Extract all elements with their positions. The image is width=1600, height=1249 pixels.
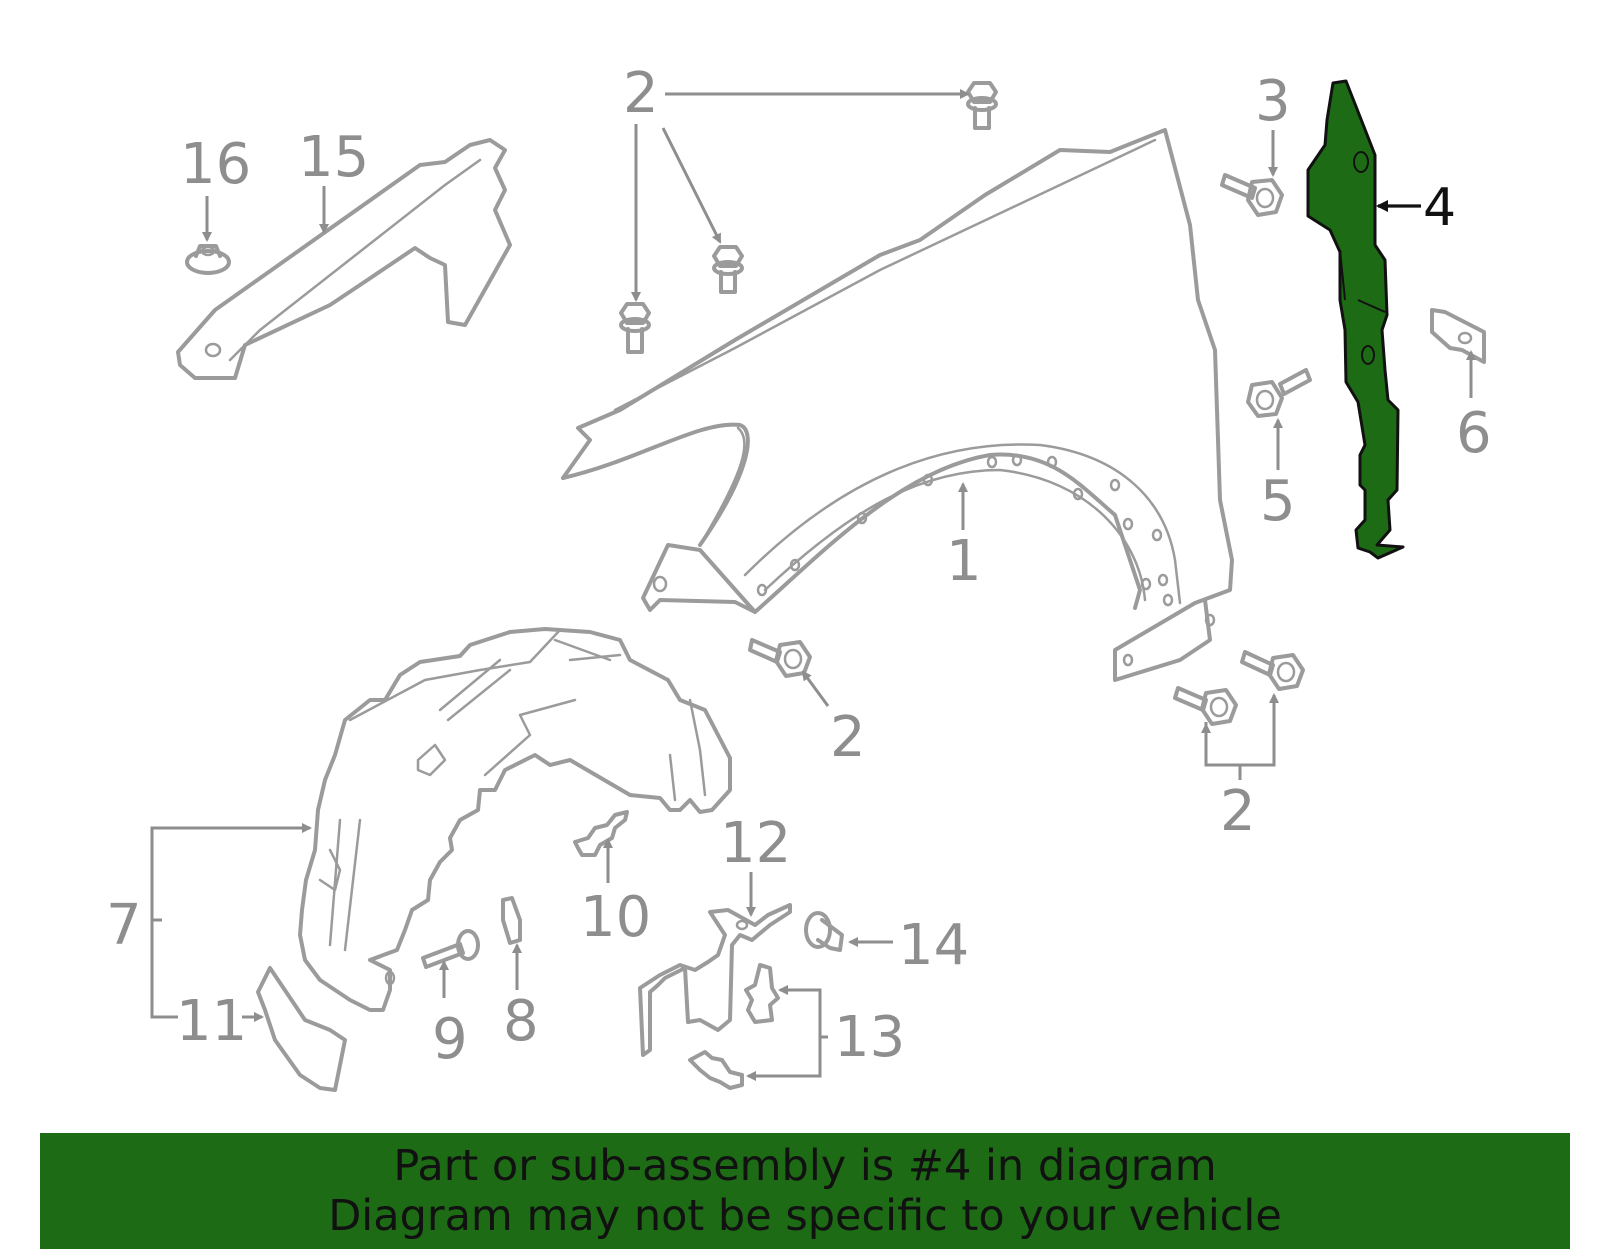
callout-11: 11 — [176, 989, 247, 1054]
part-1-fender — [561, 128, 1234, 682]
part-6-bracket — [1430, 308, 1486, 364]
part-13-clip-upper — [744, 963, 780, 1024]
parts-diagram: 1 2 2 2 3 4 5 6 7 8 9 10 11 12 13 14 15 … — [106, 61, 1492, 1092]
callout-2-middle: 2 — [830, 705, 866, 770]
part-8-clip — [501, 896, 522, 945]
bolt-2-lower-right-b — [1173, 686, 1238, 726]
callout-1: 1 — [946, 529, 982, 594]
callout-16: 16 — [180, 132, 251, 197]
fender-holes — [756, 453, 1216, 667]
callout-14: 14 — [898, 913, 969, 978]
bolt-2-lower-left — [748, 638, 812, 678]
part-16-nut — [185, 244, 231, 275]
part-14-pin — [804, 911, 844, 952]
callout-9: 9 — [432, 1007, 468, 1072]
part-10-clip — [573, 810, 629, 857]
part-13-clip-lower — [688, 1050, 744, 1090]
bolt-2-top-middle — [712, 245, 744, 294]
callout-12: 12 — [720, 811, 791, 876]
part-4-details — [1339, 151, 1386, 365]
part-7-fender-liner — [298, 627, 732, 1012]
part-4-reinforcement — [1306, 79, 1405, 560]
callout-2-top: 2 — [623, 61, 659, 126]
bolt-2-top-left — [619, 302, 651, 354]
callout-numbers: 1 2 2 2 3 4 5 6 7 8 9 10 11 12 13 14 15 … — [106, 61, 1492, 1072]
part-3-bolt — [1220, 173, 1284, 217]
banner-line-2: Diagram may not be specific to your vehi… — [328, 1191, 1282, 1241]
callout-15: 15 — [298, 125, 369, 190]
info-banner: Part or sub-assembly is #4 in diagram Di… — [40, 1133, 1570, 1249]
callout-8: 8 — [503, 989, 539, 1054]
callout-5: 5 — [1260, 469, 1296, 534]
part-9-screw — [421, 929, 480, 969]
bolt-2-lower-right-a — [1240, 650, 1305, 691]
leader-lines — [150, 89, 1476, 1081]
callout-3: 3 — [1255, 69, 1291, 134]
part-12-brace — [638, 903, 792, 1057]
part-5-bolt — [1246, 368, 1312, 418]
bolt-2-top-right — [966, 81, 998, 130]
callout-4: 4 — [1423, 178, 1456, 238]
callout-13: 13 — [834, 1005, 905, 1070]
part-11-guard — [256, 966, 347, 1092]
callout-7: 7 — [106, 893, 142, 958]
callout-2-right: 2 — [1220, 779, 1256, 844]
callout-10: 10 — [580, 885, 651, 950]
callout-6: 6 — [1456, 401, 1492, 466]
part-15-bracket — [176, 138, 512, 380]
banner-line-1: Part or sub-assembly is #4 in diagram — [393, 1141, 1217, 1191]
